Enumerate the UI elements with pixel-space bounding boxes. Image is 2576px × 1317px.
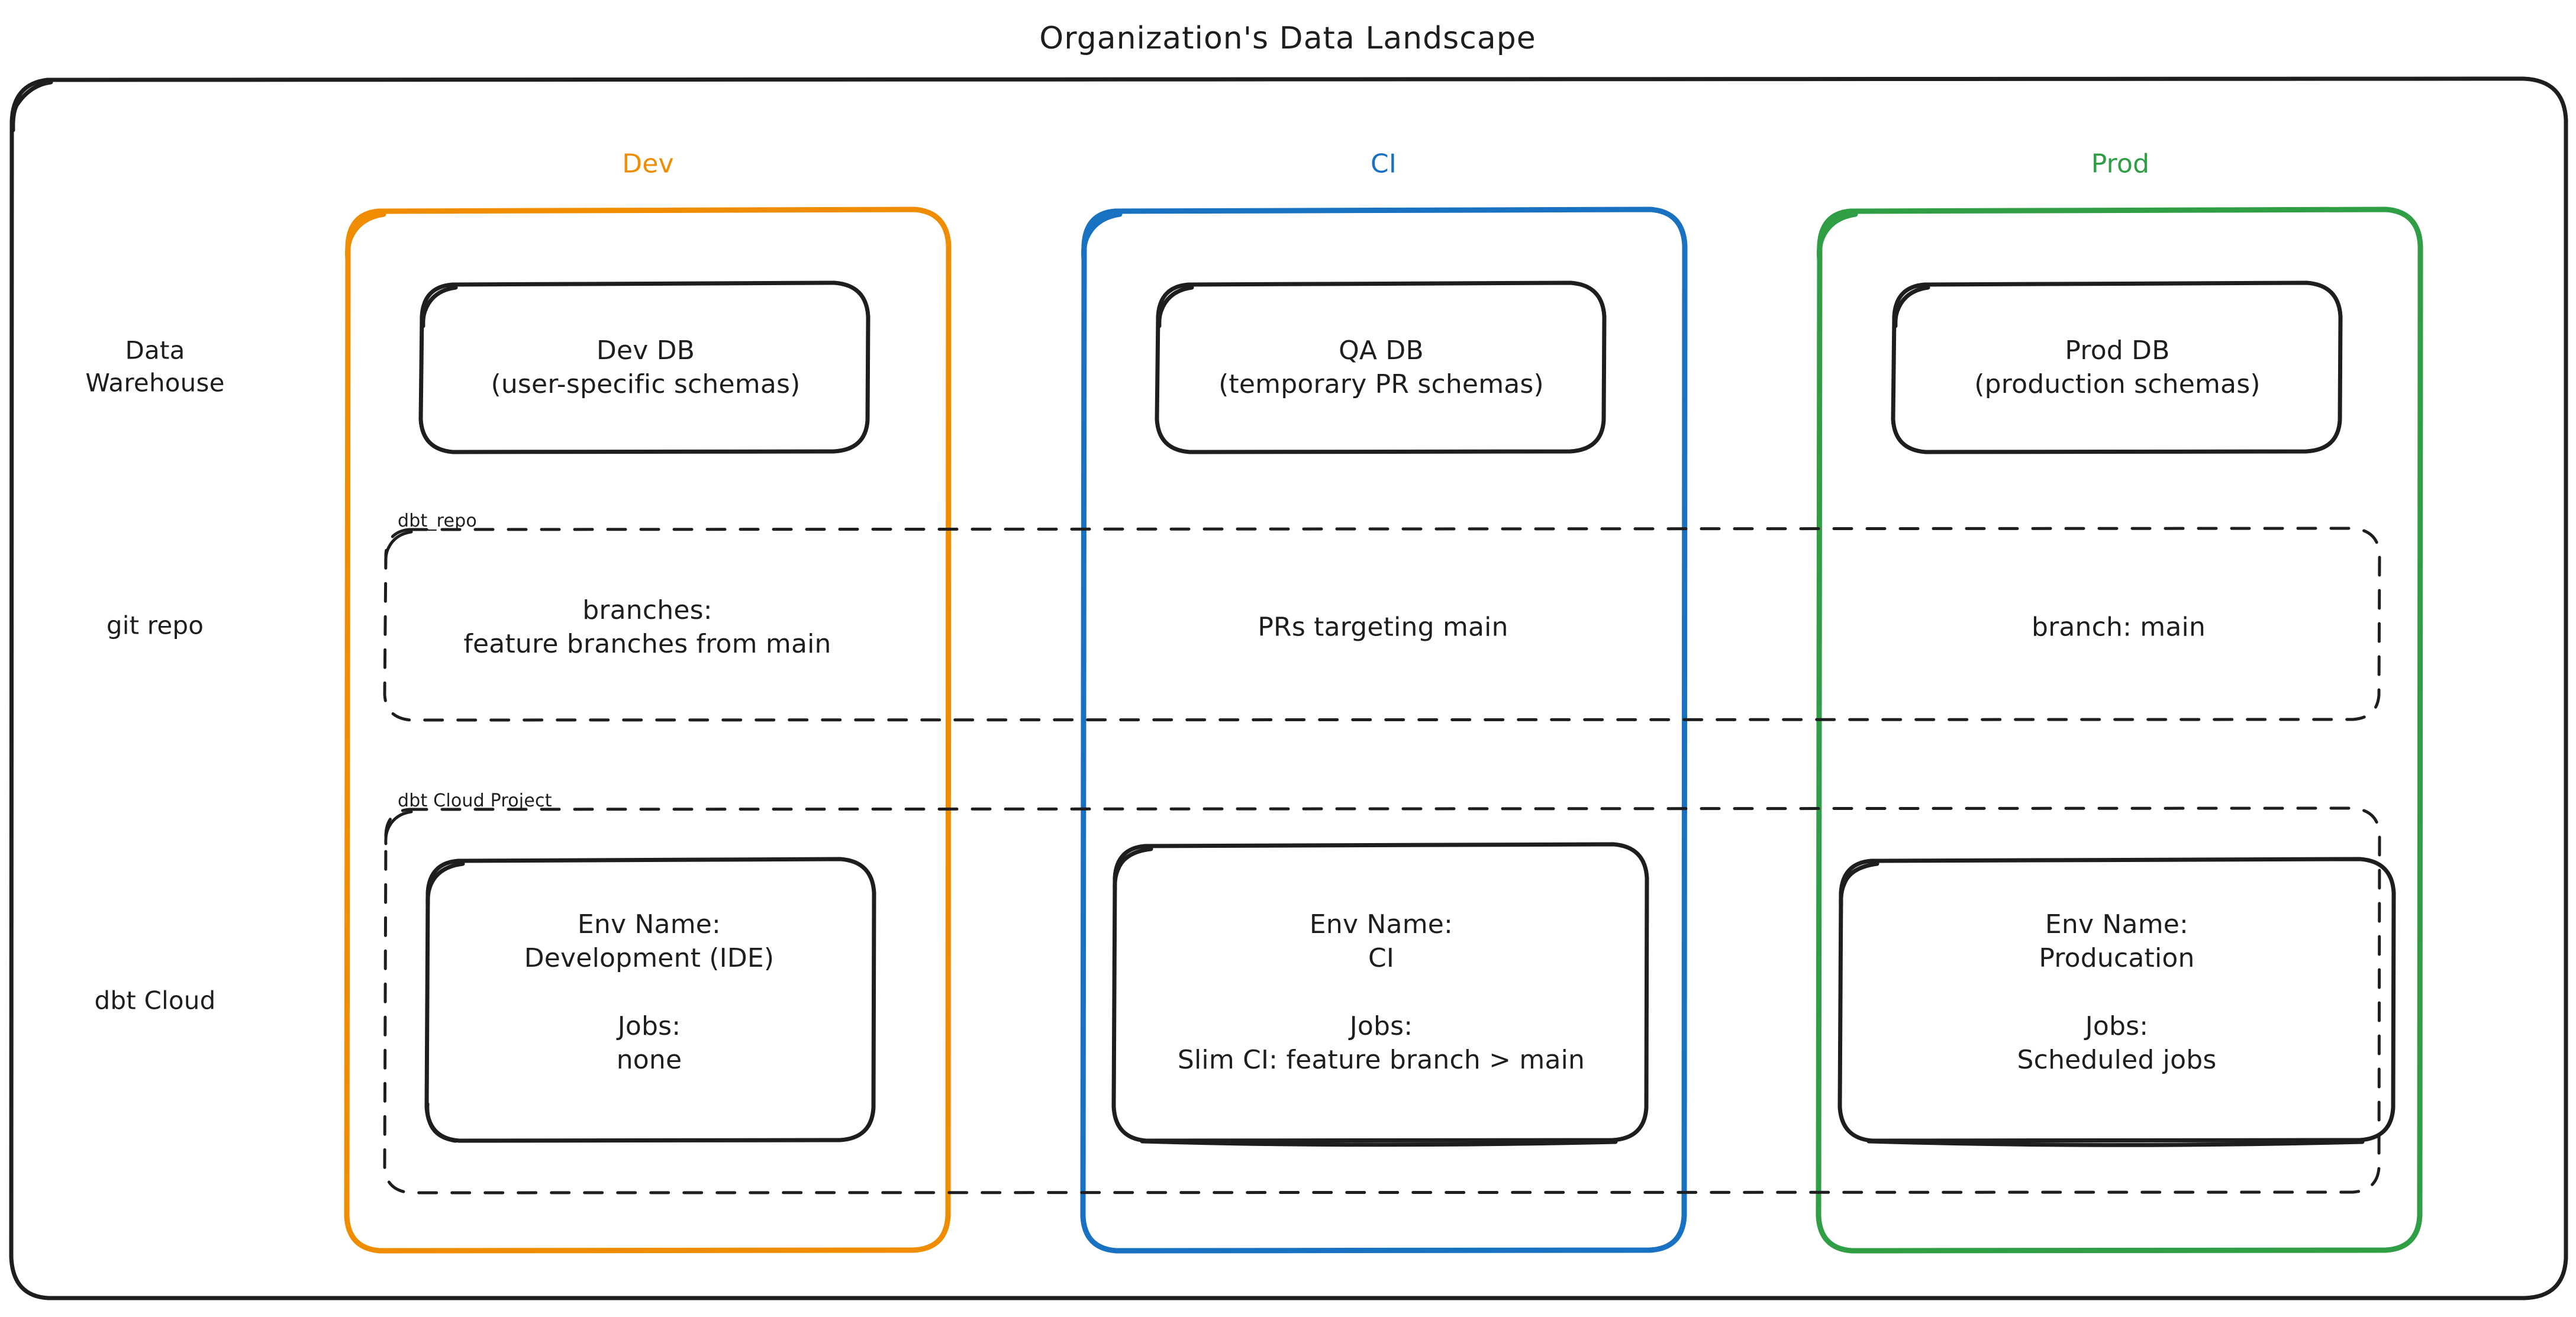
group-label-dbt-repo: dbt_repo	[398, 511, 477, 531]
node-box-prod-env	[1837, 857, 2396, 1147]
group-label-dbt-cloud-project: dbt Cloud Project	[398, 790, 552, 811]
cell-git-ci[interactable]: PRs targeting main	[1258, 612, 1508, 643]
column-header-dev: Dev	[622, 149, 674, 179]
node-ci-environment[interactable]: Env Name: CI Jobs: Slim CI: feature bran…	[1177, 909, 1585, 1075]
node-box-prod-db	[1891, 280, 2343, 454]
row-label-dbt-cloud: dbt Cloud	[94, 986, 216, 1015]
node-qa-db[interactable]: QA DB (temporary PR schemas)	[1218, 335, 1544, 399]
row-label-git-repo: git repo	[106, 611, 204, 640]
node-prod-environment[interactable]: Env Name: Producation Jobs: Scheduled jo…	[2017, 909, 2217, 1075]
node-dev-db[interactable]: Dev DB (user-specific schemas)	[491, 335, 801, 399]
node-box-dev-db	[418, 280, 871, 454]
node-prod-db[interactable]: Prod DB (production schemas)	[1974, 335, 2261, 399]
row-label-data-warehouse: Data Warehouse	[85, 335, 225, 397]
outer-frame	[9, 76, 2568, 1300]
cell-git-prod[interactable]: branch: main	[2031, 612, 2206, 643]
group-outline-dbt-cloud-project	[383, 806, 2381, 1195]
node-box-dev-env	[424, 857, 876, 1143]
group-outline-git-repo	[383, 527, 2381, 722]
node-box-ci-env	[1111, 842, 1649, 1147]
node-box-qa-db	[1155, 280, 1607, 454]
column-container-dev	[344, 206, 952, 1254]
node-dev-environment[interactable]: Env Name: Development (IDE) Jobs: none	[524, 909, 775, 1075]
column-header-prod: Prod	[2091, 149, 2150, 179]
column-header-ci: CI	[1370, 149, 1397, 179]
column-container-ci	[1080, 206, 1688, 1254]
column-container-prod	[1816, 206, 2423, 1254]
page-title: Organization's Data Landscape	[1039, 21, 1536, 57]
cell-git-dev[interactable]: branches: feature branches from main	[463, 595, 831, 659]
